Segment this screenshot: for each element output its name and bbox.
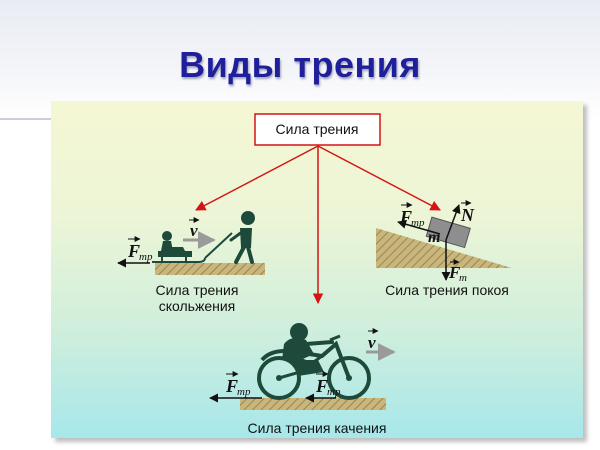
person-icon bbox=[229, 211, 255, 264]
diagram-panel bbox=[51, 101, 583, 438]
force-symbol-static: F bbox=[399, 207, 412, 227]
slide-title: Виды трения bbox=[179, 44, 421, 85]
friction-subscript-rear: тр bbox=[237, 386, 251, 398]
label-rolling: Сила трения качения bbox=[248, 420, 387, 436]
label-static: Сила трения покоя bbox=[385, 282, 509, 298]
ground-sliding bbox=[155, 263, 265, 275]
velocity-symbol-sliding: v bbox=[190, 221, 198, 240]
connector-sliding bbox=[195, 145, 319, 211]
force-symbol-gravity: F bbox=[448, 263, 461, 282]
connectors bbox=[195, 145, 441, 305]
velocity-symbol-rolling: v bbox=[368, 333, 376, 352]
sliding-friction-illustration: v F тр Сила трения скольжения bbox=[117, 211, 265, 314]
gravity-subscript: т bbox=[459, 272, 467, 284]
root-box: Сила трения bbox=[254, 113, 381, 146]
incline-plane bbox=[376, 228, 512, 268]
slide-header-line bbox=[0, 118, 56, 120]
normal-symbol: N bbox=[460, 205, 475, 225]
root-label: Сила трения bbox=[276, 121, 359, 137]
friction-subscript-front: тр bbox=[327, 386, 341, 398]
label-sliding-line1: Сила трения bbox=[156, 282, 239, 298]
static-friction-illustration: m N F т F тр Сила трения покоя bbox=[376, 200, 512, 298]
friction-subscript-static: тр bbox=[411, 217, 425, 229]
force-symbol-rear: F bbox=[225, 376, 238, 396]
sled-icon bbox=[152, 231, 233, 263]
slide-header-band bbox=[0, 0, 600, 118]
ground-rolling bbox=[240, 398, 386, 410]
rolling-friction-illustration: v F тр F тр Сила трения качения bbox=[209, 323, 396, 436]
motorcycle-icon bbox=[257, 334, 371, 400]
friction-arrow-static bbox=[397, 219, 441, 235]
force-symbol-sliding: F bbox=[127, 241, 140, 261]
label-sliding-line2: скольжения bbox=[159, 298, 236, 314]
normal-arrow bbox=[445, 204, 461, 241]
force-symbol-front: F bbox=[315, 376, 328, 396]
connector-static bbox=[317, 145, 441, 211]
friction-subscript-sliding: тр bbox=[139, 251, 153, 263]
rider-icon bbox=[282, 323, 334, 371]
